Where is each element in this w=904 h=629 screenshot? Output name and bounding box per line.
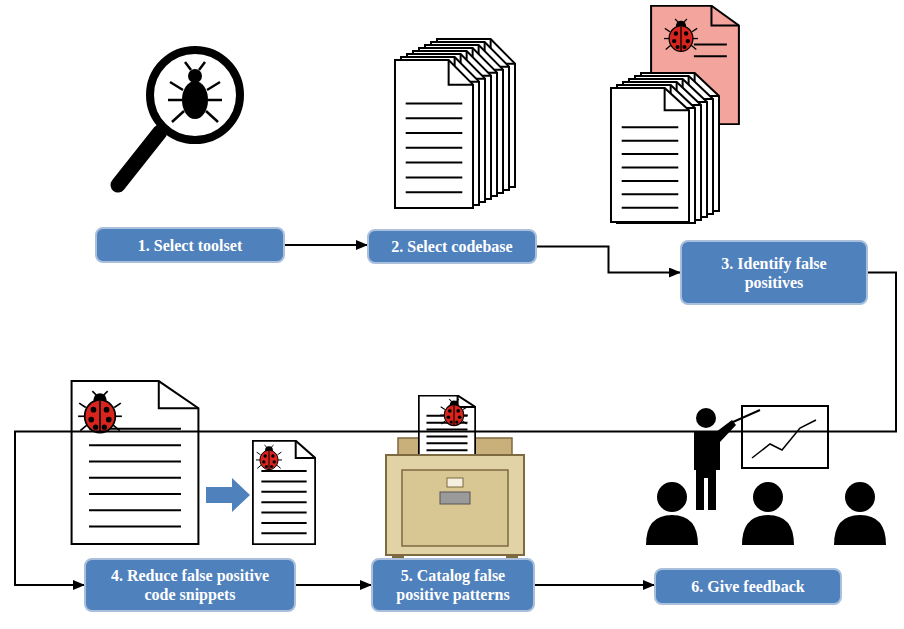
process-box: 6. Give feedback xyxy=(654,568,842,605)
step-label: 3. Identify false positives xyxy=(692,254,856,292)
document-stack-with-bug xyxy=(611,6,739,223)
reduce-snippet-icon xyxy=(72,381,316,544)
flow-arrow xyxy=(285,244,367,246)
process-box: 3. Identify false positives xyxy=(680,240,868,305)
file-cabinet xyxy=(386,395,524,559)
step-label: 5. Catalog false positive patterns xyxy=(383,566,523,604)
process-box: 4. Reduce false positive code snippets xyxy=(84,558,296,612)
magnifier-icon xyxy=(118,50,240,185)
document-stack xyxy=(395,39,515,208)
flow-arrow xyxy=(296,584,371,586)
flow-arrow xyxy=(535,584,654,586)
step-label: 1. Select toolset xyxy=(138,236,242,255)
presentation-icon xyxy=(646,406,886,545)
flow-arrow xyxy=(537,247,680,273)
step-label: 2. Select codebase xyxy=(391,237,512,256)
process-box: 5. Catalog false positive patterns xyxy=(371,558,535,612)
step-label: 4. Reduce false positive code snippets xyxy=(96,566,284,604)
process-box: 2. Select codebase xyxy=(367,229,537,264)
process-box: 1. Select toolset xyxy=(95,227,285,263)
step-label: 6. Give feedback xyxy=(691,577,804,596)
flow-arrow xyxy=(15,273,896,586)
